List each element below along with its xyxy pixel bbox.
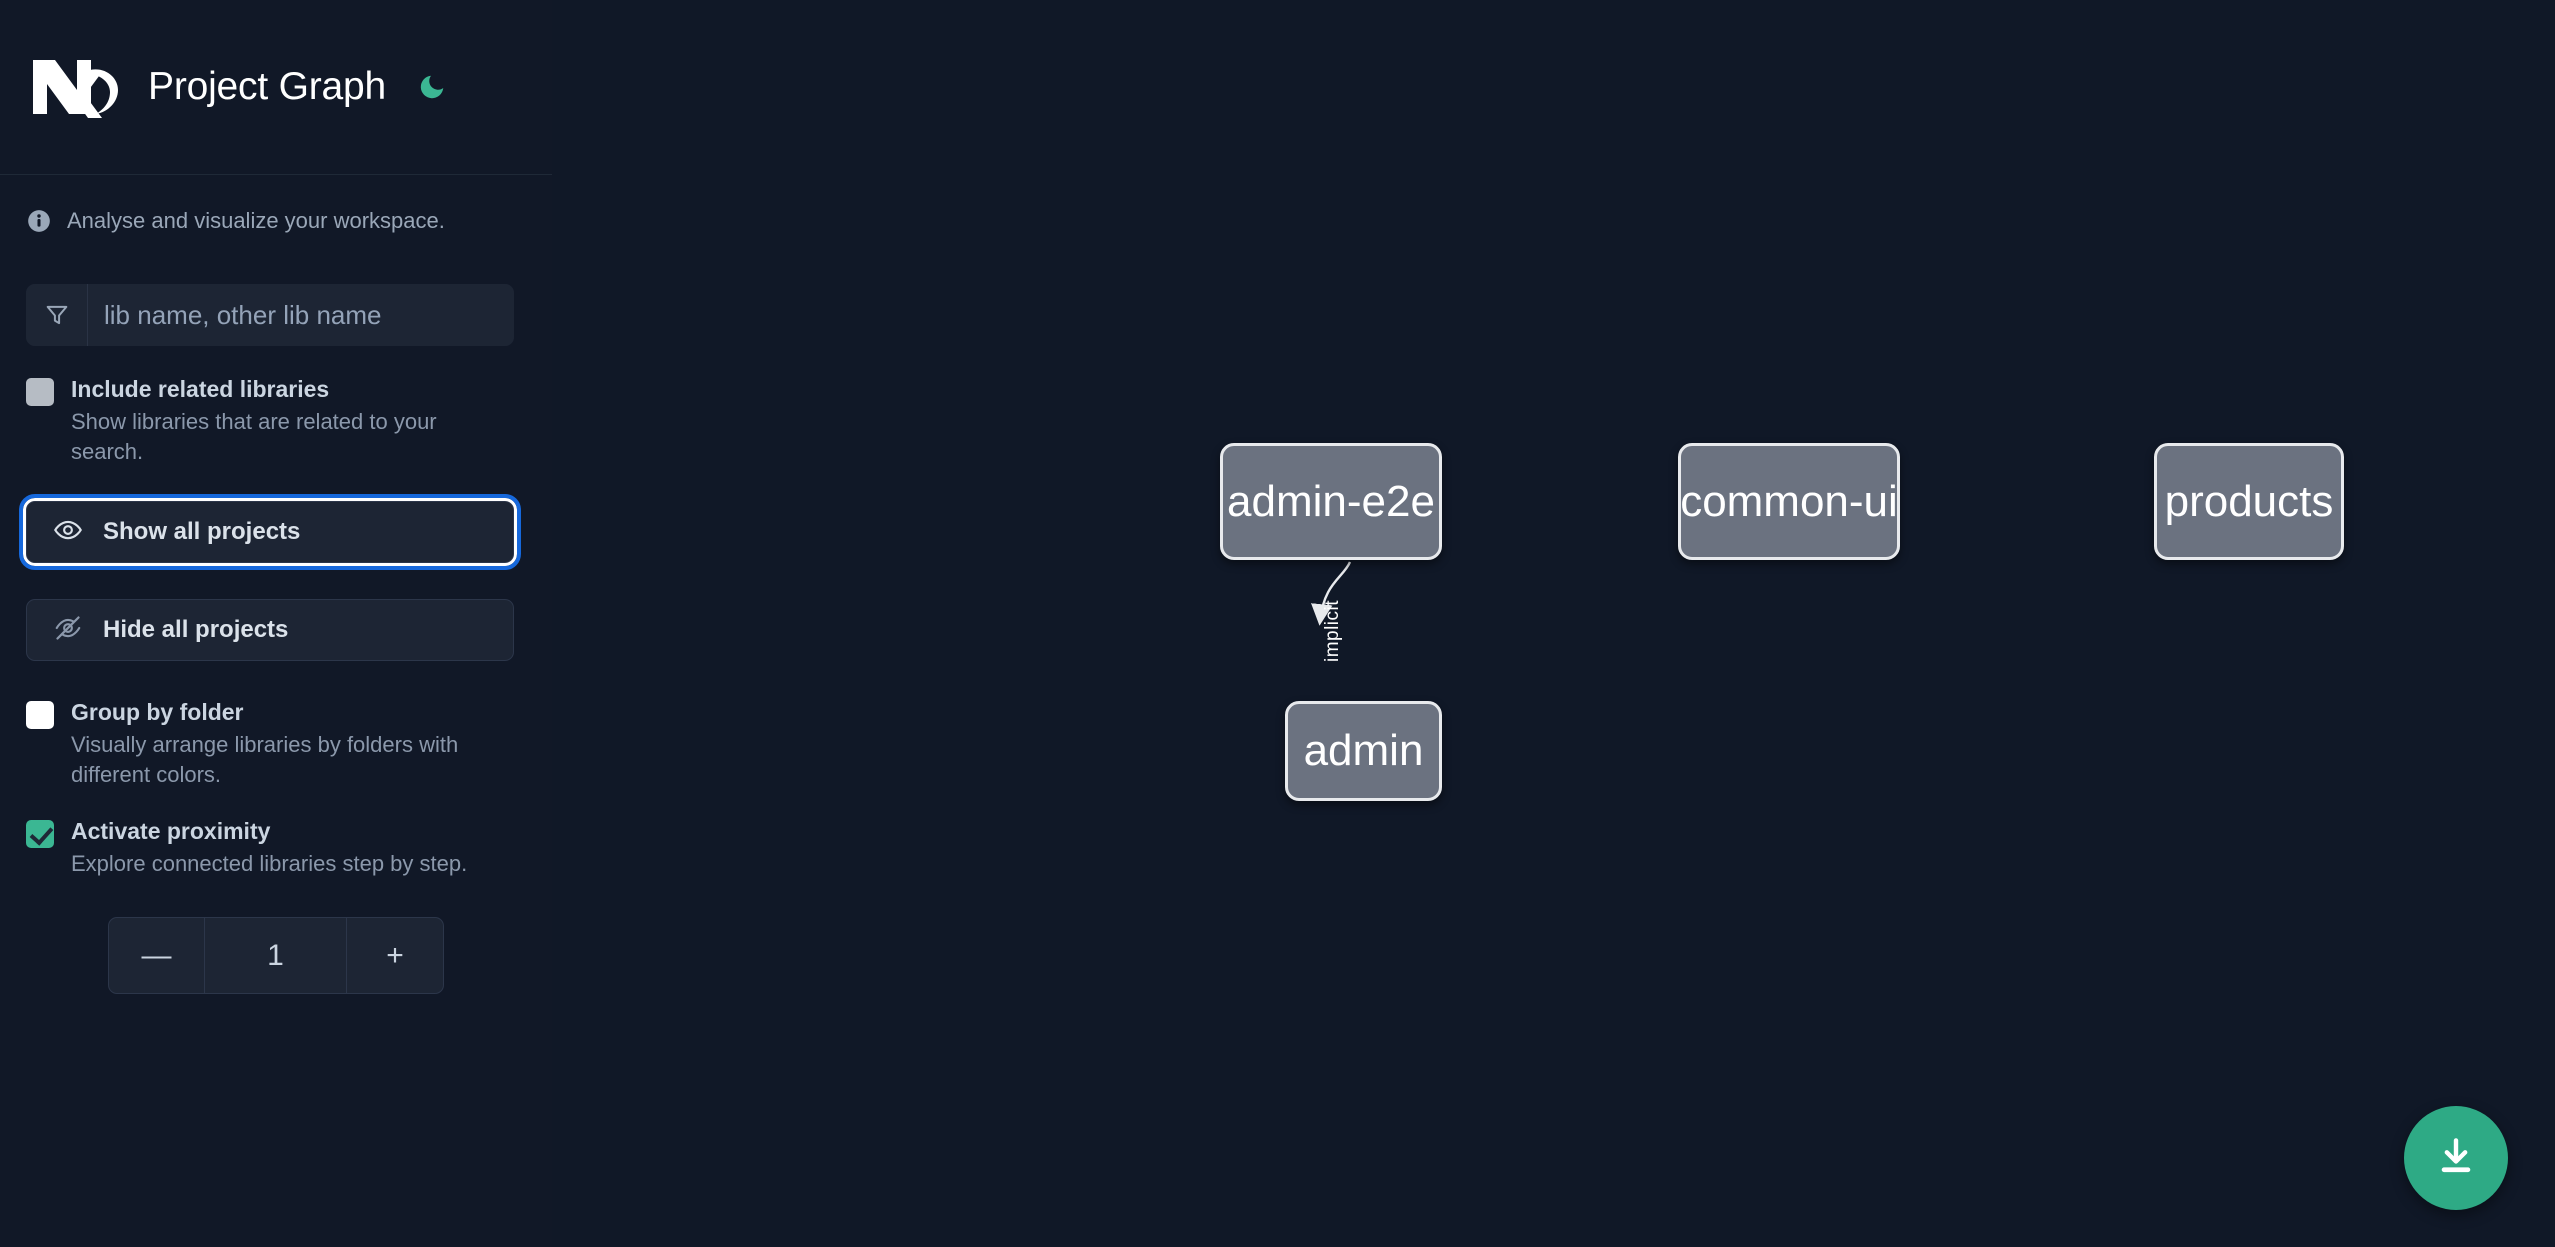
graph-canvas[interactable]: implicit implicit admin-e2e common-ui pr… [552,0,2555,1247]
hide-all-projects-button[interactable]: Hide all projects [26,599,514,661]
graph-edges [1311,561,1352,626]
eye-icon [53,515,83,550]
option-texts: Group by folder Visually arrange librari… [71,697,511,790]
moon-icon[interactable] [412,67,452,107]
hide-all-projects-label: Hide all projects [103,616,289,643]
filter-funnel-icon[interactable] [26,284,88,346]
option-title: Include related libraries [71,376,330,402]
proximity-stepper: — 1 + [108,917,444,994]
download-graph-button[interactable] [2404,1106,2508,1210]
activate-proximity-checkbox[interactable] [26,820,54,848]
nx-logo [26,56,124,118]
option-activate-proximity[interactable]: Activate proximity Explore connected lib… [0,816,552,879]
option-title: Group by folder [71,699,244,725]
graph-node-admin[interactable]: admin [1285,701,1442,801]
group-by-folder-checkbox[interactable] [26,701,54,729]
sidebar: Project Graph Analyse and visualize your… [0,0,552,1247]
eye-off-icon [53,613,83,648]
filter-section [0,267,552,346]
search-input[interactable] [88,284,514,346]
option-description: Visually arrange libraries by folders wi… [71,732,459,787]
option-description: Explore connected libraries step by step… [71,851,468,876]
download-icon [2434,1134,2478,1183]
workspace-description-text: Analyse and visualize your workspace. [67,208,445,233]
show-all-projects-button[interactable]: Show all projects [19,494,521,570]
filter-box[interactable] [26,284,514,346]
sidebar-header: Project Graph [0,0,552,175]
edge-label-implicit: implicit [1322,599,1344,663]
include-related-libraries-checkbox[interactable] [26,378,54,406]
graph-node-products[interactable]: products [2154,443,2344,560]
stepper-decrement-button[interactable]: — [109,918,205,993]
page-title: Project Graph [148,65,387,108]
stepper-increment-button[interactable]: + [386,938,404,972]
option-description: Show libraries that are related to your … [71,409,437,464]
option-texts: Activate proximity Explore connected lib… [71,816,467,879]
show-all-projects-label: Show all projects [103,518,301,545]
visibility-buttons: Show all projects Hide all projects [0,494,552,661]
option-texts: Include related libraries Show libraries… [71,374,511,467]
option-group-by-folder[interactable]: Group by folder Visually arrange librari… [0,697,552,790]
workspace-description: Analyse and visualize your workspace. [0,175,552,267]
graph-node-common-ui[interactable]: common-ui [1678,443,1900,560]
option-title: Activate proximity [71,818,271,844]
stepper-value: 1 [205,918,347,993]
graph-node-admin-e2e[interactable]: admin-e2e [1220,443,1442,560]
option-include-related-libraries[interactable]: Include related libraries Show libraries… [0,374,552,467]
info-icon [26,208,52,234]
